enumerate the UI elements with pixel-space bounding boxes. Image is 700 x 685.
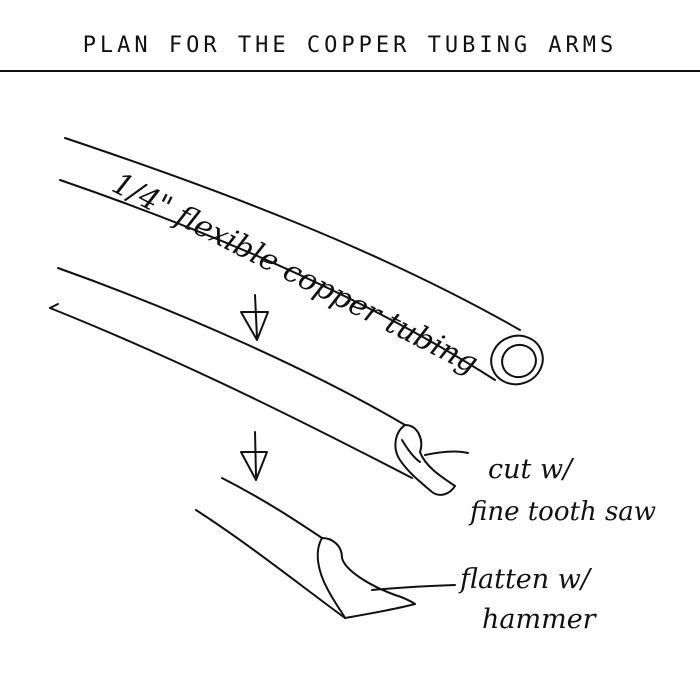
- header-divider: [0, 70, 700, 72]
- whole-tube: [59, 137, 544, 386]
- flatten-note-line-2: hammer: [482, 604, 598, 635]
- tube-size-label: 1/4" flexible copper tubing: [106, 166, 483, 381]
- tubing-sketch: 1/4" flexible copper tubing cut w/ fine …: [49, 137, 656, 635]
- flatten-note-leader: [371, 584, 456, 591]
- flattened-tube: [195, 477, 416, 619]
- cut-note-leader: [424, 450, 469, 456]
- cut-tube: [49, 267, 456, 496]
- cut-note-line-2: fine tooth saw: [468, 497, 656, 527]
- down-arrow-icon: [240, 294, 269, 341]
- down-arrow-icon: [240, 431, 268, 481]
- flatten-note-line-1: flatten w/: [458, 564, 593, 595]
- header: PLAN FOR THE COPPER TUBING ARMS: [0, 0, 700, 72]
- cut-note-line-1: cut w/: [488, 454, 575, 485]
- page-title: PLAN FOR THE COPPER TUBING ARMS: [82, 33, 618, 58]
